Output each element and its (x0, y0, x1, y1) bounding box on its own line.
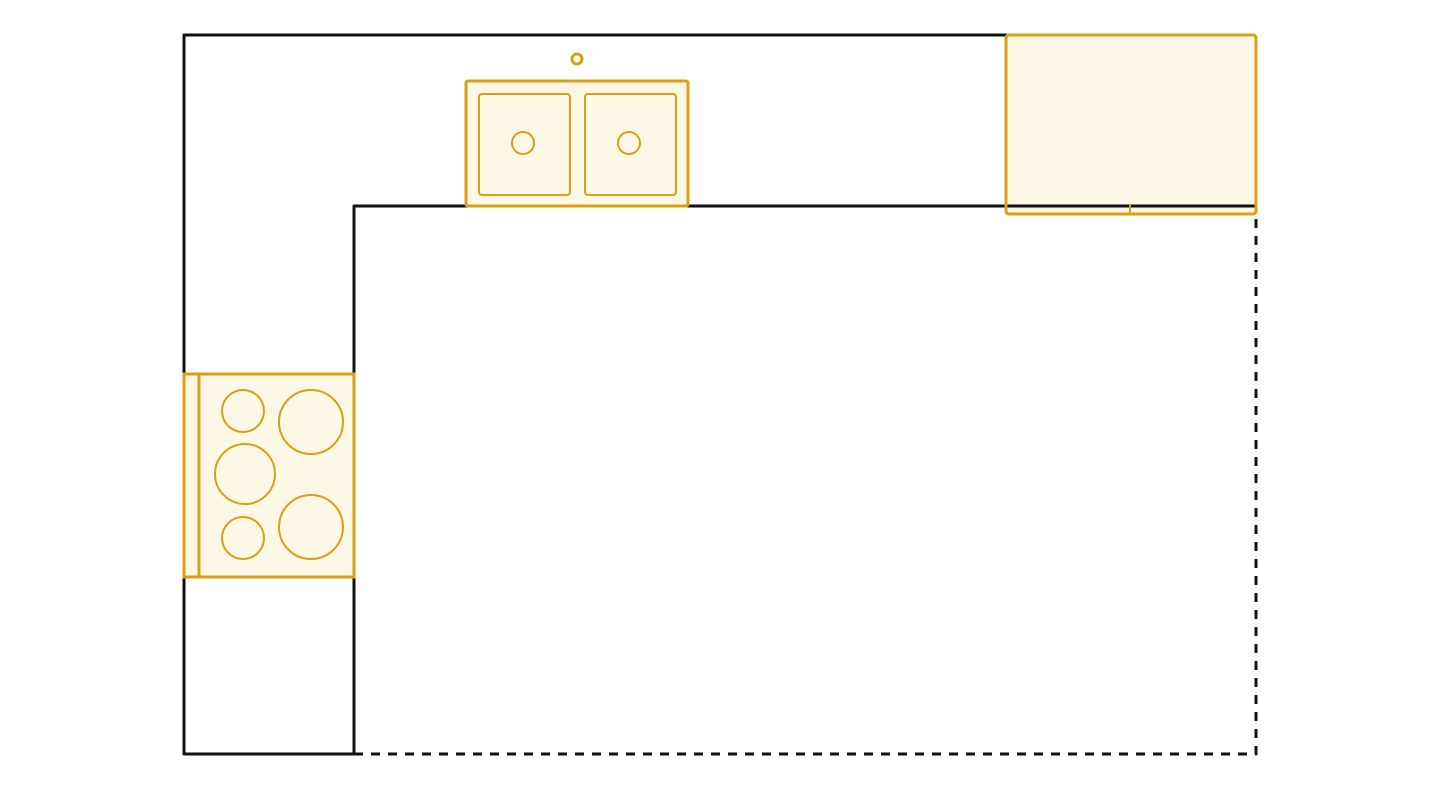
burner-icon (278, 389, 344, 455)
stove (182, 372, 356, 579)
walls (182, 33, 1258, 756)
refrigerator-outline (1004, 33, 1258, 216)
burner-icon (221, 516, 265, 560)
outer-wall-top-left (182, 33, 1008, 376)
drain-icon (511, 131, 535, 155)
drain-icon (617, 131, 641, 155)
burner-icon (214, 443, 276, 505)
outer-wall-bottom-left (182, 575, 356, 756)
inner-wall (352, 204, 468, 376)
faucet-icon (570, 52, 584, 66)
refrigerator-body (1004, 33, 1258, 216)
refrigerator (1004, 33, 1258, 216)
sink (464, 52, 690, 208)
burner-icon (278, 494, 344, 560)
open-side-dashed (354, 214, 1258, 756)
burner-icon (221, 389, 265, 433)
